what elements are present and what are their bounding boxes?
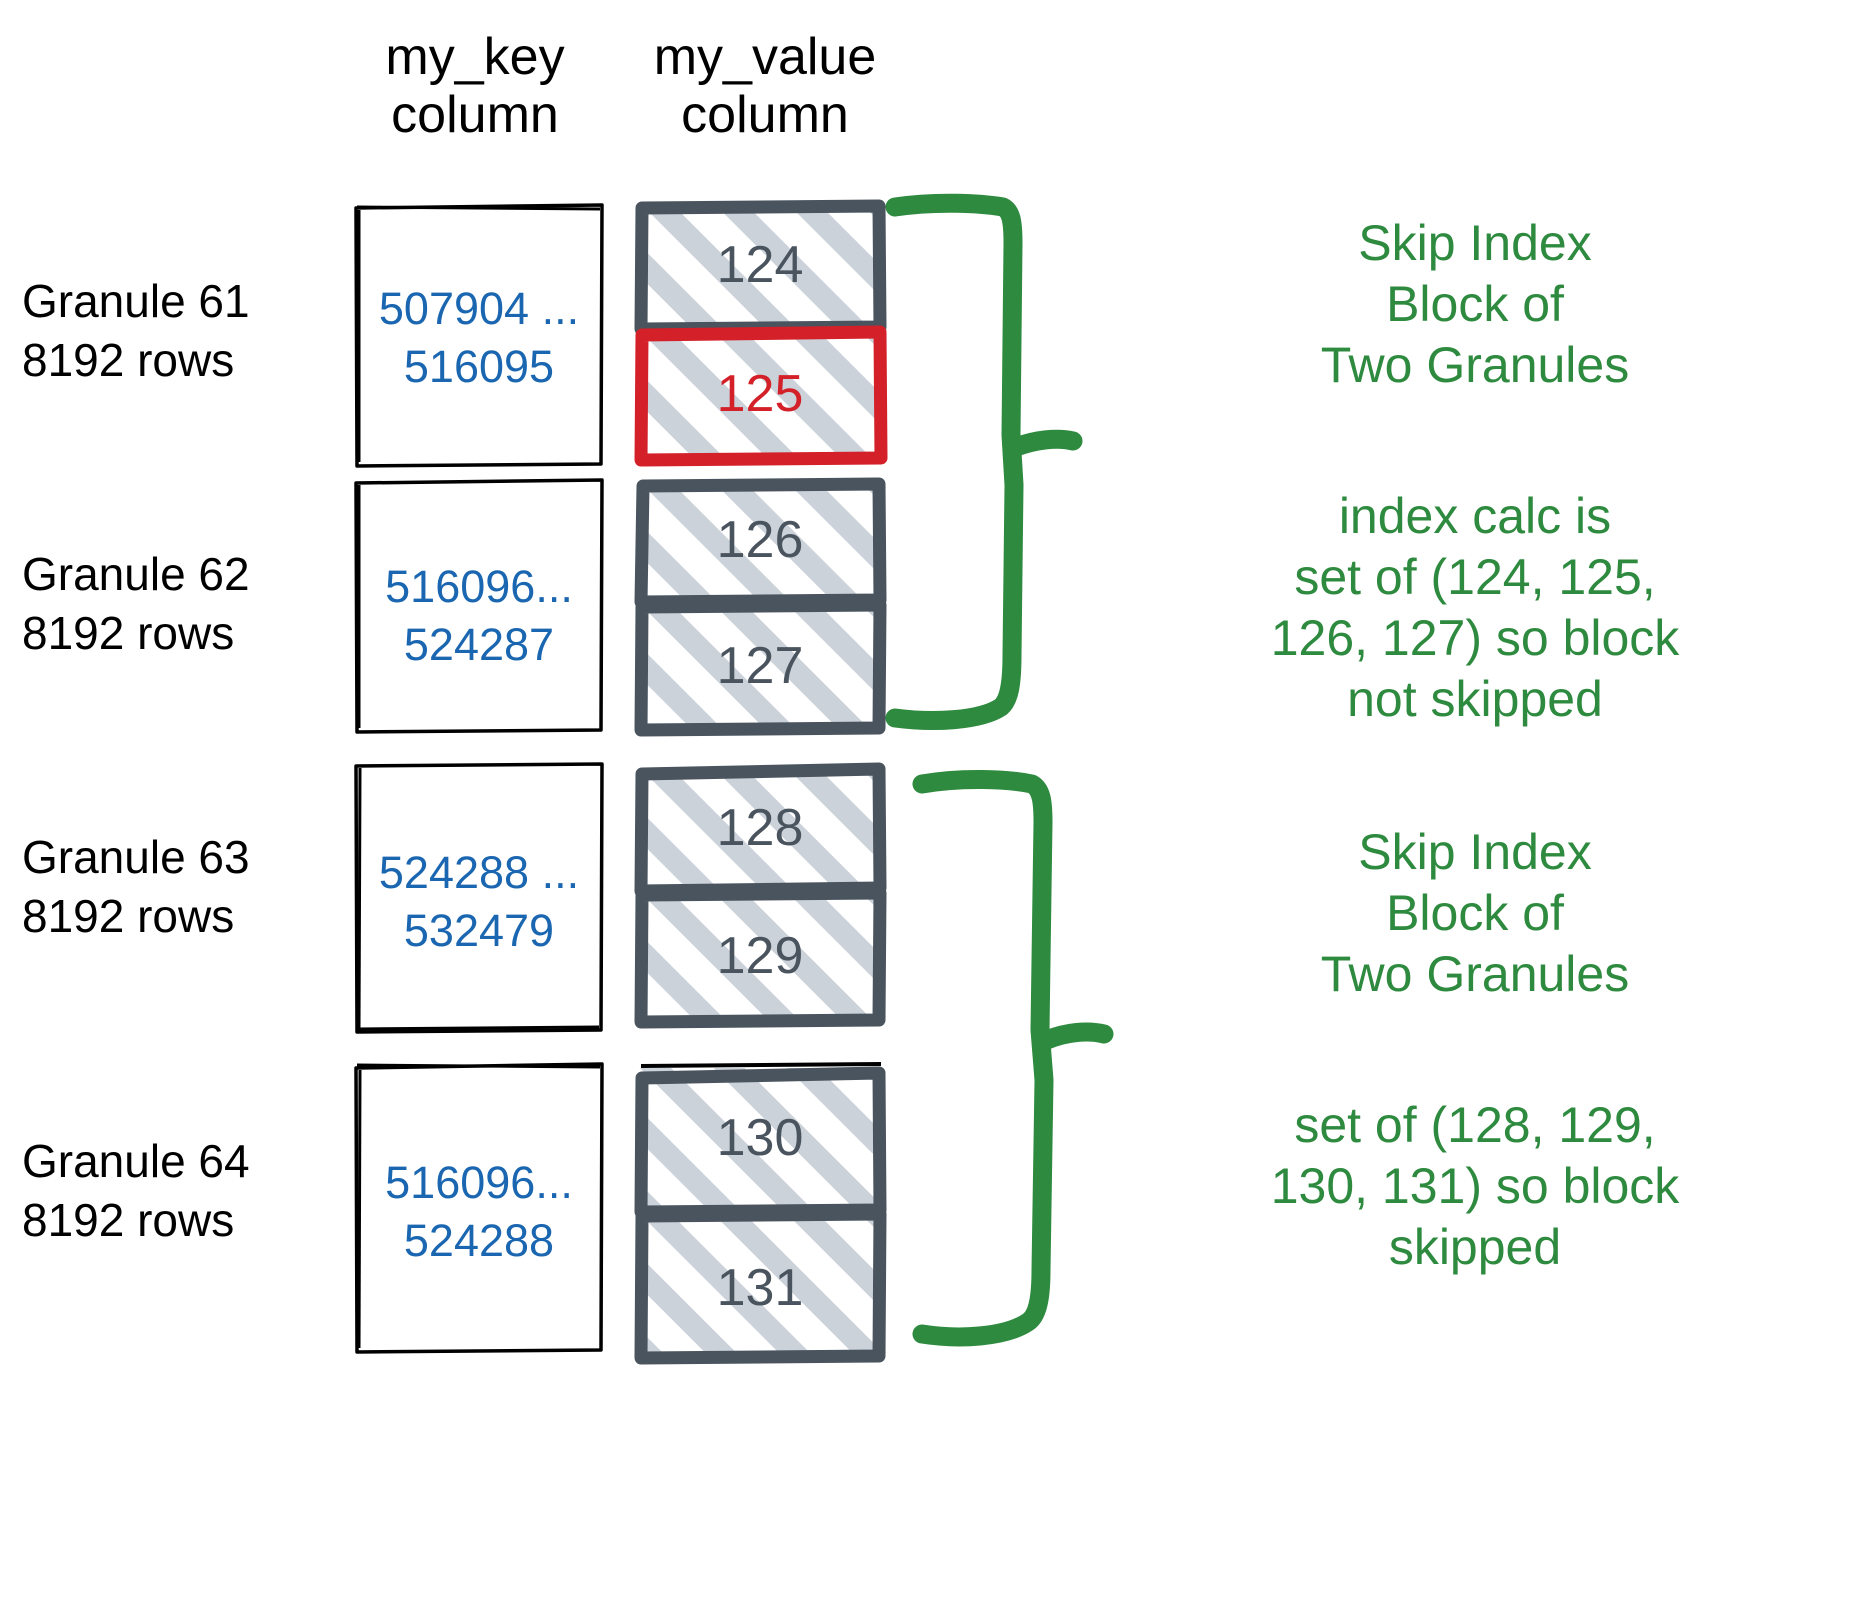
key-box-granule-62: 516096... 524287 xyxy=(354,478,604,734)
annotation-index-calc-not-skipped: index calc is set of (124, 125, 126, 127… xyxy=(1270,488,1680,727)
value-number: 131 xyxy=(716,1259,804,1317)
sketch-rect-icon xyxy=(354,1062,604,1354)
value-cell-131: 131 xyxy=(634,1208,887,1365)
highlight-frame-icon xyxy=(634,325,888,467)
sketch-rect-icon xyxy=(354,203,604,468)
key-range-granule-64: 516096... 524288 xyxy=(385,1157,573,1266)
hatch-pattern-icon xyxy=(640,892,880,1020)
granule-label-62: Granule 62 8192 rows xyxy=(22,548,250,659)
value-number: 130 xyxy=(716,1109,804,1167)
value-number-highlighted: 125 xyxy=(716,365,804,423)
column-header-my-key: my_key column xyxy=(385,28,565,145)
value-cell-126: 126 xyxy=(634,477,887,609)
key-box-granule-64: 516096... 524288 xyxy=(354,1062,604,1354)
annotation-set-skipped: set of (128, 129, 130, 131) so block ski… xyxy=(1270,1097,1680,1275)
hatch-pattern-icon xyxy=(640,331,880,459)
value-number: 124 xyxy=(716,236,804,294)
hatch-pattern-icon xyxy=(640,604,880,728)
key-range-granule-63: 524288 ... 532479 xyxy=(378,847,580,956)
value-frame-icon xyxy=(634,1208,887,1365)
column-header-my-value: my_value column xyxy=(653,28,877,145)
hatch-pattern-icon xyxy=(640,482,880,600)
value-cell-127: 127 xyxy=(634,598,887,737)
value-number: 126 xyxy=(716,511,804,569)
value-cell-124: 124 xyxy=(634,199,887,336)
value-cell-130: 130 xyxy=(634,1062,887,1219)
hatch-pattern-icon xyxy=(640,1214,880,1356)
value-number: 129 xyxy=(716,927,804,985)
hatch-pattern-icon xyxy=(640,1068,880,1210)
skip-index-bracket-2 xyxy=(912,769,1114,1347)
granule-label-61: Granule 61 8192 rows xyxy=(22,275,250,386)
key-box-granule-61: 507904 ... 516095 xyxy=(354,202,604,468)
value-cell-125-highlighted: 125 xyxy=(634,325,888,467)
value-frame-icon xyxy=(634,886,887,1029)
value-frame-icon xyxy=(634,598,887,737)
key-range-granule-62: 516096... 524287 xyxy=(385,561,573,670)
key-range-granule-61: 507904 ... 516095 xyxy=(378,283,580,392)
value-number: 127 xyxy=(716,637,804,695)
skip-index-bracket-1 xyxy=(885,193,1083,730)
key-box-granule-63: 524288 ... 532479 xyxy=(354,762,604,1034)
hatch-pattern-icon xyxy=(640,203,880,328)
annotation-skip-index-block-1: Skip Index Block of Two Granules xyxy=(1320,215,1630,393)
value-cell-128: 128 xyxy=(634,762,887,898)
value-number: 128 xyxy=(716,799,804,857)
annotation-skip-index-block-2: Skip Index Block of Two Granules xyxy=(1320,824,1630,1002)
hatch-pattern-icon xyxy=(640,768,880,888)
granule-label-63: Granule 63 8192 rows xyxy=(22,831,250,942)
value-cell-129: 129 xyxy=(634,886,887,1029)
sketch-rect-icon xyxy=(354,478,604,734)
sketch-rect-icon xyxy=(354,762,604,1034)
granule-label-64: Granule 64 8192 rows xyxy=(22,1135,250,1246)
